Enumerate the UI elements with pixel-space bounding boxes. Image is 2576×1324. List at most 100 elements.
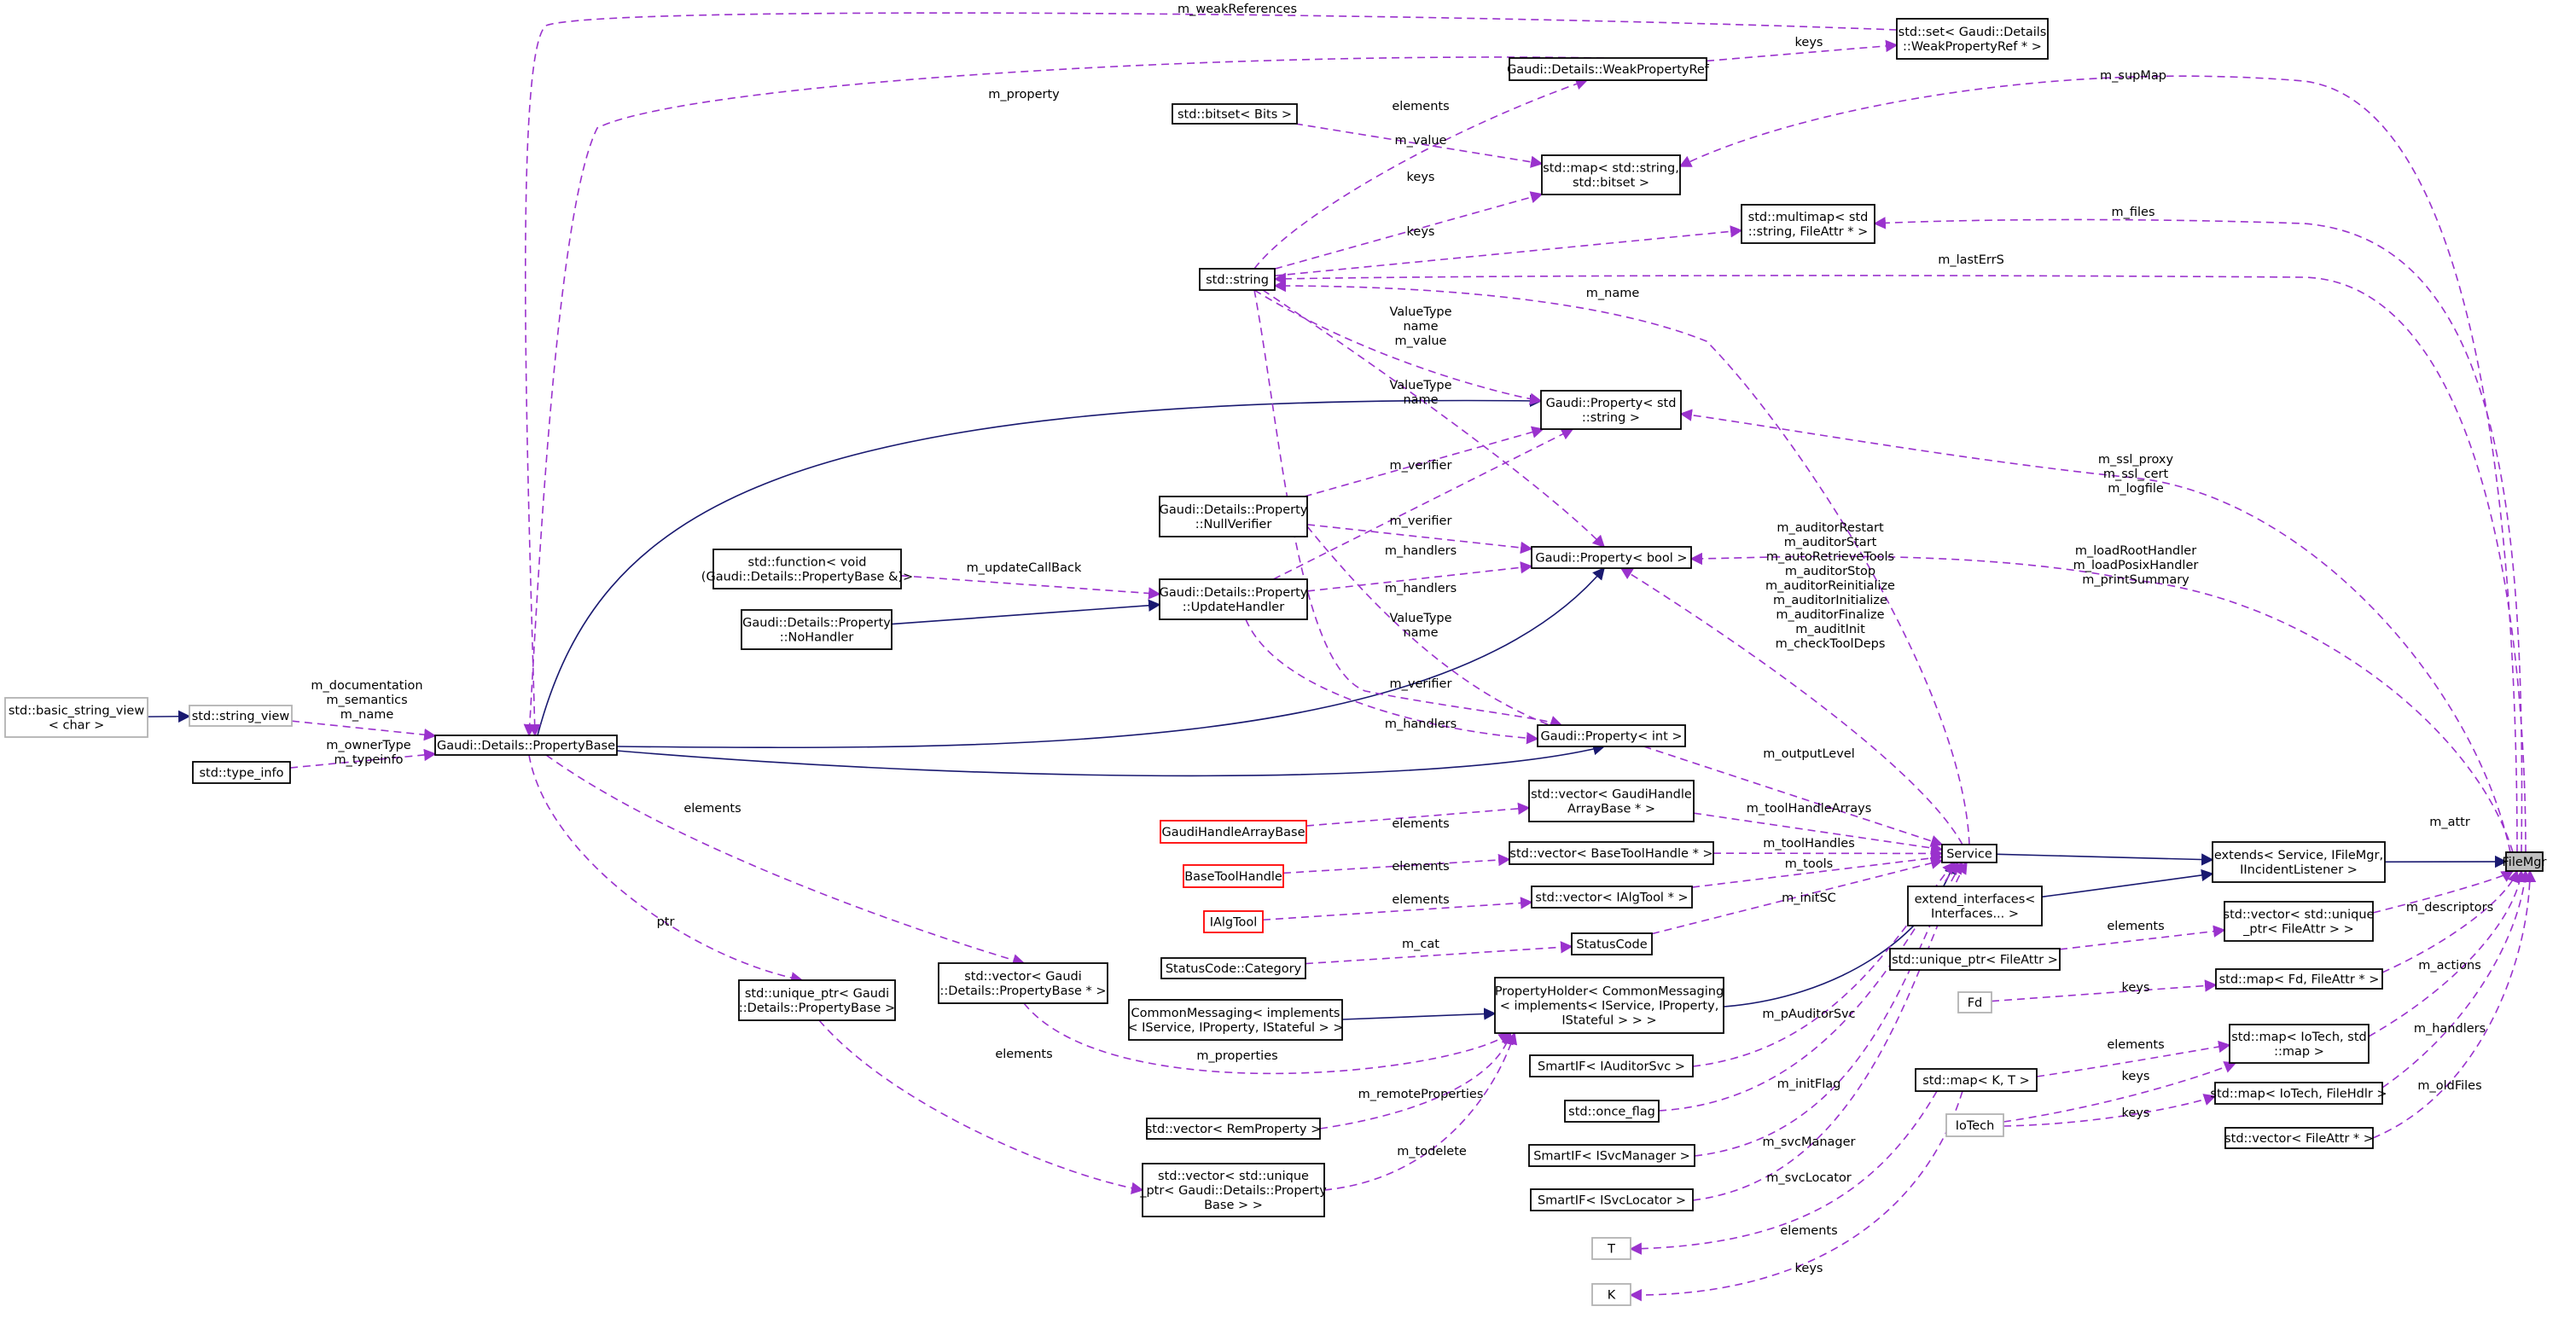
- edge-label: m_remoteProperties: [1358, 1088, 1484, 1101]
- node-smartif-svcloc[interactable]: SmartIF< ISvcLocator >: [1530, 1188, 1694, 1211]
- node-label: < char >: [49, 719, 105, 733]
- edge-label: m_initFlag: [1777, 1077, 1841, 1091]
- node-label: ArrayBase * >: [1567, 803, 1655, 816]
- edge-label-line: m_supMap: [2100, 69, 2166, 83]
- node-label: ::string, FileAttr * >: [1748, 225, 1869, 239]
- node-prop-bool[interactable]: Gaudi::Property< bool >: [1531, 546, 1692, 569]
- node-vec-ialgtool[interactable]: std::vector< IAlgTool * >: [1531, 886, 1693, 909]
- node-label: Interfaces... >: [1931, 908, 2019, 921]
- node-t[interactable]: T: [1591, 1237, 1631, 1260]
- edge-bitset-to-map_str_bitset: [1294, 123, 1544, 168]
- edge-label-line: m_auditorStart: [1784, 536, 1877, 549]
- node-smartif-auditor[interactable]: SmartIF< IAuditorSvc >: [1529, 1054, 1694, 1077]
- node-fd[interactable]: Fd: [1957, 991, 1992, 1013]
- node-set-weak[interactable]: std::set< Gaudi::Details::WeakPropertyRe…: [1896, 18, 2049, 60]
- edge-label-line: m_tools: [1785, 857, 1833, 871]
- node-bitset[interactable]: std::bitset< Bits >: [1172, 103, 1298, 125]
- edge-line: [1273, 272, 2527, 853]
- edge-line: [1262, 897, 1533, 921]
- node-smartif-svcmgr[interactable]: SmartIF< ISvcManager >: [1528, 1144, 1695, 1167]
- node-label: Fd: [1968, 996, 1983, 1010]
- node-map-iotech-map[interactable]: std::map< IoTech, std::map >: [2229, 1024, 2370, 1064]
- node-string-view[interactable]: std::string_view: [189, 705, 293, 727]
- node-statuscode[interactable]: StatusCode: [1571, 932, 1653, 955]
- node-propertyholder[interactable]: PropertyHolder< CommonMessaging< impleme…: [1494, 977, 1724, 1034]
- edge-std_string-to-Service: [1273, 279, 1970, 845]
- edge-label: ptr: [657, 915, 675, 929]
- node-box: [1142, 1163, 1325, 1217]
- node-sc-category[interactable]: StatusCode::Category: [1160, 957, 1306, 979]
- node-weakpropertyref[interactable]: Gaudi::Details::WeakPropertyRef: [1507, 57, 1710, 81]
- node-map-kt[interactable]: std::map< K, T >: [1915, 1068, 2038, 1092]
- node-map-iotech-hdlr[interactable]: std::map< IoTech, FileHdlr >: [2210, 1082, 2387, 1105]
- edge-label: m_weakReferences: [1178, 3, 1297, 16]
- node-box: [741, 609, 893, 650]
- edge-label: m_name: [1586, 287, 1640, 300]
- node-k[interactable]: K: [1591, 1283, 1631, 1306]
- node-nullverifier[interactable]: Gaudi::Details::Property::NullVerifier: [1159, 496, 1308, 537]
- node-box: [1128, 999, 1343, 1041]
- edge-label: m_supMap: [2100, 69, 2166, 83]
- node-propertybase[interactable]: Gaudi::Details::PropertyBase: [434, 735, 618, 756]
- node-prop-int[interactable]: Gaudi::Property< int >: [1537, 724, 1686, 747]
- node-map-fd[interactable]: std::map< Fd, FileAttr * >: [2215, 968, 2383, 990]
- edge-line: [2003, 1094, 2217, 1127]
- edge-line: [1323, 1031, 1518, 1191]
- edge-label-line: m_updateCallBack: [967, 561, 1082, 575]
- node-extends[interactable]: extends< Service, IFileMgr,IIncidentList…: [2212, 841, 2386, 883]
- node-map-str-bitset[interactable]: std::map< std::string,std::bitset >: [1541, 154, 1681, 195]
- edge-label: elements: [683, 802, 741, 816]
- node-filemgr[interactable]: FileMgr: [2503, 851, 2547, 872]
- node-label: Base > >: [1204, 1199, 1263, 1212]
- node-vec-remote[interactable]: std::vector< RemProperty >: [1146, 1118, 1322, 1140]
- node-label: Gaudi::Details::Property: [1160, 586, 1308, 600]
- edge-label: keys: [1795, 1262, 1823, 1275]
- edge-ext_if-to-extends: [2041, 868, 2214, 898]
- node-prop-string[interactable]: Gaudi::Property< std::string >: [1540, 390, 1682, 430]
- node-commonmessaging[interactable]: CommonMessaging< implements< IService, I…: [1127, 999, 1344, 1041]
- node-ext-if[interactable]: extend_interfaces<Interfaces... >: [1907, 886, 2043, 926]
- node-label: std::map< Fd, FileAttr * >: [2219, 973, 2380, 987]
- node-box: [189, 705, 293, 727]
- node-gaudihandlearraybase[interactable]: GaudiHandleArrayBase: [1160, 820, 1307, 844]
- node-uptr-pb[interactable]: std::unique_ptr< Gaudi::Details::Propert…: [738, 979, 896, 1021]
- node-uptr-fileattr[interactable]: std::unique_ptr< FileAttr >: [1889, 948, 2061, 971]
- edge-label-line: keys: [2122, 1106, 2150, 1120]
- edge-label-line: m_handlers: [1385, 717, 1457, 731]
- node-updatehandler[interactable]: Gaudi::Details::Property::UpdateHandler: [1159, 578, 1308, 620]
- node-vec-uptr-pb[interactable]: std::vector< std::unique_ptr< Gaudi::Det…: [1139, 1163, 1327, 1217]
- node-basetoolhandle[interactable]: BaseToolHandle: [1183, 864, 1284, 888]
- edge-line: [1274, 225, 1743, 277]
- node-service[interactable]: Service: [1941, 844, 1997, 863]
- edge-line: [2372, 870, 2515, 914]
- node-vec-pb[interactable]: std::vector< Gaudi::Details::PropertyBas…: [938, 962, 1108, 1004]
- node-nohandler[interactable]: Gaudi::Details::Property::NoHandler: [741, 609, 893, 650]
- node-vec-uptr-fa[interactable]: std::vector< std::unique_ptr< FileAttr >…: [2224, 901, 2375, 942]
- edge-line: [291, 720, 437, 741]
- edge-line: [1253, 289, 1543, 405]
- node-box: [1571, 932, 1653, 955]
- edge-label: m_handlers: [1385, 582, 1457, 595]
- edge-label-line: elements: [1392, 100, 1449, 113]
- edge-label-line: elements: [1392, 860, 1449, 874]
- node-std-string[interactable]: std::string: [1199, 268, 1276, 291]
- node-label: ::NullVerifier: [1195, 518, 1272, 531]
- node-multimap[interactable]: std::multimap< std::string, FileAttr * >: [1741, 204, 1875, 244]
- node-type-info[interactable]: std::type_info: [192, 761, 291, 784]
- edge-line: [1262, 289, 1606, 549]
- node-function[interactable]: std::function< void(Gaudi::Details::Prop…: [701, 549, 913, 589]
- edge-std_string-to-prop_bool: [1262, 289, 1606, 549]
- node-vec-bth[interactable]: std::vector< BaseToolHandle * >: [1509, 841, 1714, 865]
- node-basic-string-view[interactable]: std::basic_string_view< char >: [4, 697, 148, 738]
- node-label: ::map >: [2274, 1045, 2324, 1059]
- node-vec-fileattr[interactable]: std::vector< FileAttr * >: [2224, 1127, 2374, 1149]
- node-vec-ghab[interactable]: std::vector< GaudiHandleArrayBase * >: [1528, 780, 1695, 822]
- node-ialgtool[interactable]: IAlgTool: [1203, 910, 1264, 933]
- edge-line: [1253, 78, 1589, 270]
- edge-SmartIF_Auditor-to-Service: [1692, 861, 1955, 1067]
- node-iotech[interactable]: IoTech: [1945, 1113, 2004, 1137]
- node-once-flag[interactable]: std::once_flag: [1564, 1100, 1660, 1123]
- node-label: Gaudi::Property< int >: [1540, 730, 1682, 744]
